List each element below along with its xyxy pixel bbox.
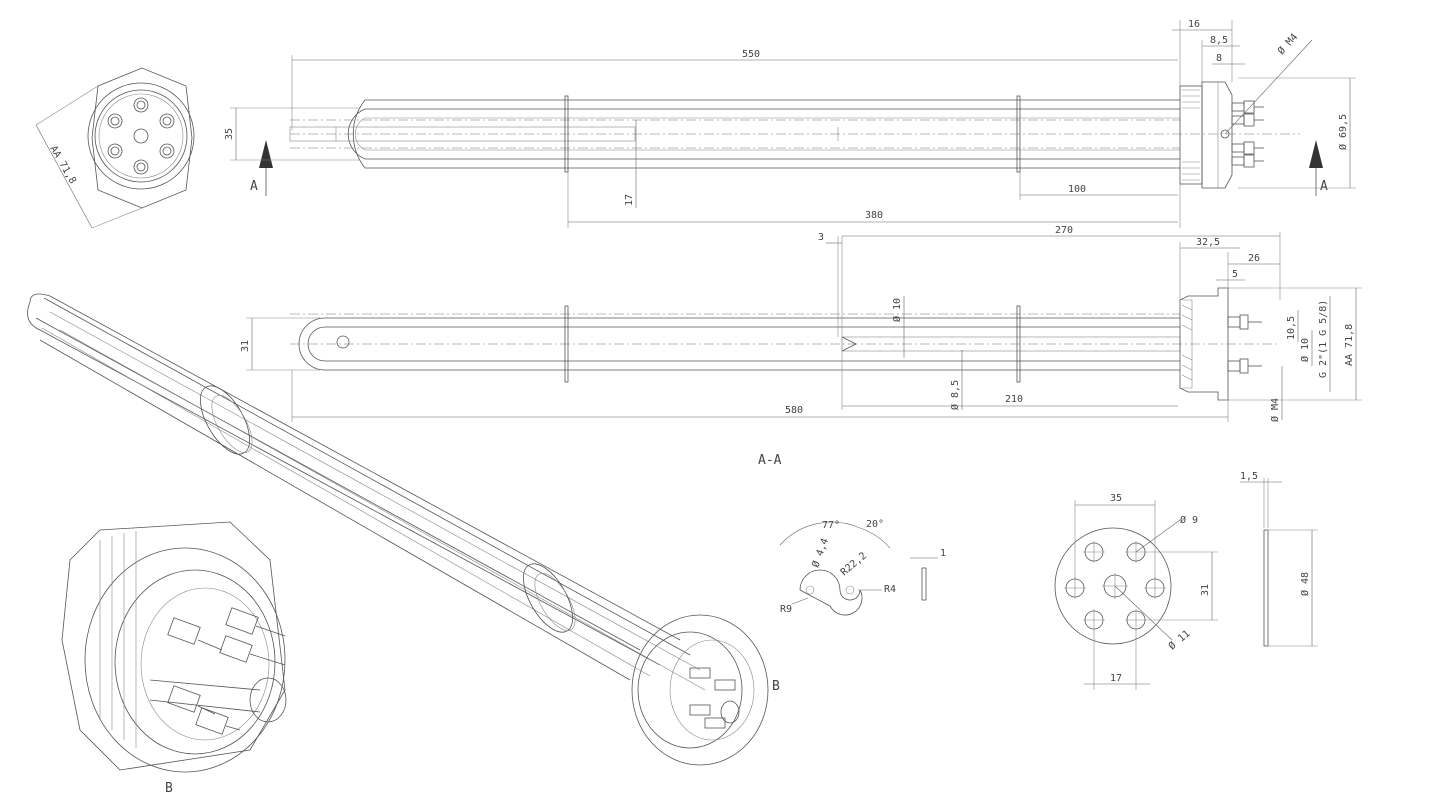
thread-body: [1179, 85, 1203, 185]
detail-marker-big: B: [165, 781, 173, 796]
hex-across-flats-label: AA 71,8: [47, 144, 78, 186]
detail-b-view: B: [61, 521, 287, 796]
dim-8: 8: [1216, 53, 1222, 64]
dim-17-plate: 17: [1110, 673, 1122, 684]
dim-69-5: Ø 69,5: [1337, 114, 1349, 150]
spacer-plate: [1016, 305, 1021, 383]
dim-580: 580: [785, 405, 803, 416]
dim-dia-9: Ø 9: [1180, 514, 1198, 526]
dim-dia-8-5: Ø 8,5: [949, 380, 961, 410]
dim-270: 270: [1055, 225, 1073, 236]
dim-550: 550: [742, 49, 760, 60]
head-iso-small: [631, 614, 769, 766]
spacer-iso: [200, 385, 250, 455]
dim-8-5: 8,5: [1210, 35, 1228, 46]
dim-10-5: 10,5: [1286, 316, 1297, 340]
dim-dia-11: Ø 11: [1166, 628, 1192, 653]
spacer-iso: [523, 563, 573, 633]
spacer-plate: [564, 95, 569, 173]
dim-3: 3: [818, 232, 824, 243]
terminal-holes: [107, 97, 175, 175]
dim-dia-4-4: Ø 4,4: [810, 537, 832, 569]
dim-210: 210: [1005, 394, 1023, 405]
dim-dia-10-right: Ø 10: [1299, 338, 1311, 362]
dim-31-section: 31: [240, 340, 251, 352]
dim-5: 5: [1232, 269, 1238, 280]
section-label-left: A: [250, 179, 258, 194]
dim-dia-48: Ø 48: [1299, 572, 1311, 596]
dim-1-5: 1,5: [1240, 471, 1258, 482]
top-view: A A 550 16 8,5 8 Ø M4 Ø 69,5 35 17 100: [224, 19, 1356, 228]
dim-g2-thread: G 2"(1 G 5/8): [1318, 300, 1329, 378]
spacer-plate-view: 35 Ø 9 31 Ø 11 17 1,5 Ø 48: [1054, 471, 1318, 690]
spacer-plate: [1016, 95, 1021, 173]
dim-17-top: 17: [624, 194, 635, 206]
detail-marker-small: B: [772, 679, 780, 694]
section-label-right: A: [1320, 179, 1328, 194]
hex-end-view: AA 71,8: [35, 67, 195, 229]
dim-aa-71-8: AA 71,8: [1344, 324, 1355, 366]
dim-380: 380: [865, 210, 883, 221]
dim-16: 16: [1188, 19, 1200, 30]
dim-20-deg: 20°: [866, 519, 884, 530]
plate-outline: [1054, 527, 1172, 645]
dim-m4-bottom: Ø M4: [1269, 398, 1281, 422]
terminal-studs-section: [1227, 314, 1262, 374]
dim-35-top: 35: [224, 128, 235, 140]
dim-26: 26: [1248, 253, 1260, 264]
dim-r22-2: R22,2: [839, 551, 869, 579]
flange-circle: [87, 82, 195, 190]
terminal-studs: [1231, 100, 1264, 168]
dim-r9: R9: [780, 604, 792, 615]
dim-1: 1: [940, 548, 946, 559]
dim-77-deg: 77°: [822, 520, 840, 531]
dim-m4-top: Ø M4: [1275, 31, 1300, 57]
isometric-view: B B: [27, 293, 780, 796]
section-title: A-A: [758, 453, 782, 468]
dim-100: 100: [1068, 184, 1086, 195]
dim-32-5: 32,5: [1196, 237, 1220, 248]
dim-r4: R4: [884, 584, 896, 595]
section-view-a-a: 3 270 32,5 26 5 Ø 10 31 Ø 8,5 210 580 10…: [240, 225, 1362, 468]
dim-dia-10-top: Ø 10: [891, 298, 903, 322]
spacer-plate: [564, 305, 569, 383]
clip-detail: 77° 20° Ø 4,4 R22,2 R4 R9 1: [779, 519, 946, 616]
section-arrow-right: [1309, 140, 1323, 168]
hex-nut-side: [1201, 81, 1233, 189]
hex-nut-outline: [91, 67, 193, 209]
dim-35-plate: 35: [1110, 493, 1122, 504]
section-arrow-left: [259, 140, 273, 168]
dim-31-plate: 31: [1200, 584, 1211, 596]
